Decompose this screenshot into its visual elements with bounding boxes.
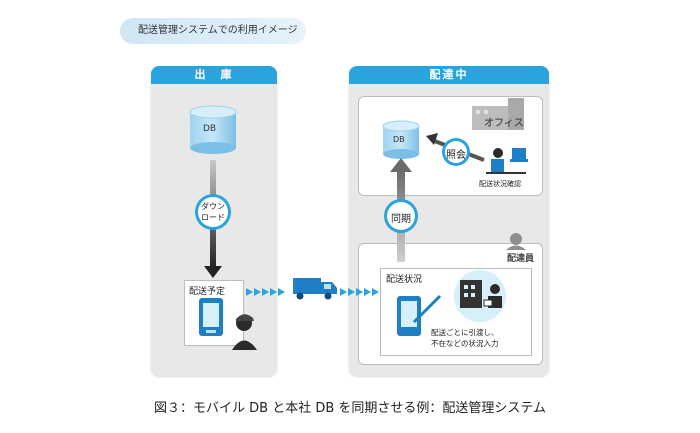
left-db-label: DB (203, 124, 217, 134)
sync-badge-inner (387, 202, 415, 230)
person-icon (232, 314, 257, 350)
courier-note: 配送ごとに引渡し、 不在などの状況入力 (431, 327, 499, 349)
download-label: ダウン ロード (199, 201, 227, 223)
transfer-arrows-right (340, 288, 379, 296)
status-check-label: 配送状況確認 (479, 180, 521, 188)
truck-icon (293, 278, 337, 300)
query-badge-inner (445, 141, 467, 163)
courier-note-line1: 配送ごとに引渡し、 (431, 328, 499, 337)
office-db-label: DB (393, 135, 405, 144)
figure-caption: 図３：モバイル DB と本社 DB を同期させる例：配送管理システム (154, 401, 546, 416)
download-label-line2: ロード (201, 213, 225, 222)
panel-delivering-title: 配達中 (349, 66, 549, 84)
computer-user-icon (486, 148, 528, 174)
delivery-plan-label: 配送予定 (189, 287, 226, 297)
pda-icon (199, 298, 223, 336)
sync-label: 同期 (391, 214, 411, 225)
building-icon (472, 98, 524, 130)
courier-label: 配達員 (507, 254, 535, 264)
courier-icon (506, 233, 526, 250)
delivery-person-icon (454, 270, 506, 322)
delivery-status-label: 配送状況 (386, 275, 423, 285)
courier-note-line2: 不在などの状況入力 (431, 339, 499, 348)
office-label: オフィス (484, 118, 524, 129)
download-badge-inner (198, 197, 228, 227)
download-label-line1: ダウン (201, 202, 225, 211)
panel-outbound-title: 出 庫 (151, 66, 277, 84)
query-label: 照会 (446, 150, 466, 161)
office-database-icon (382, 120, 420, 159)
transfer-arrows-left (246, 288, 285, 296)
courier-pda-icon (397, 294, 442, 336)
diagram-header-pill: 配送管理システムでの利用イメージ (120, 18, 306, 44)
database-icon (189, 105, 237, 154)
